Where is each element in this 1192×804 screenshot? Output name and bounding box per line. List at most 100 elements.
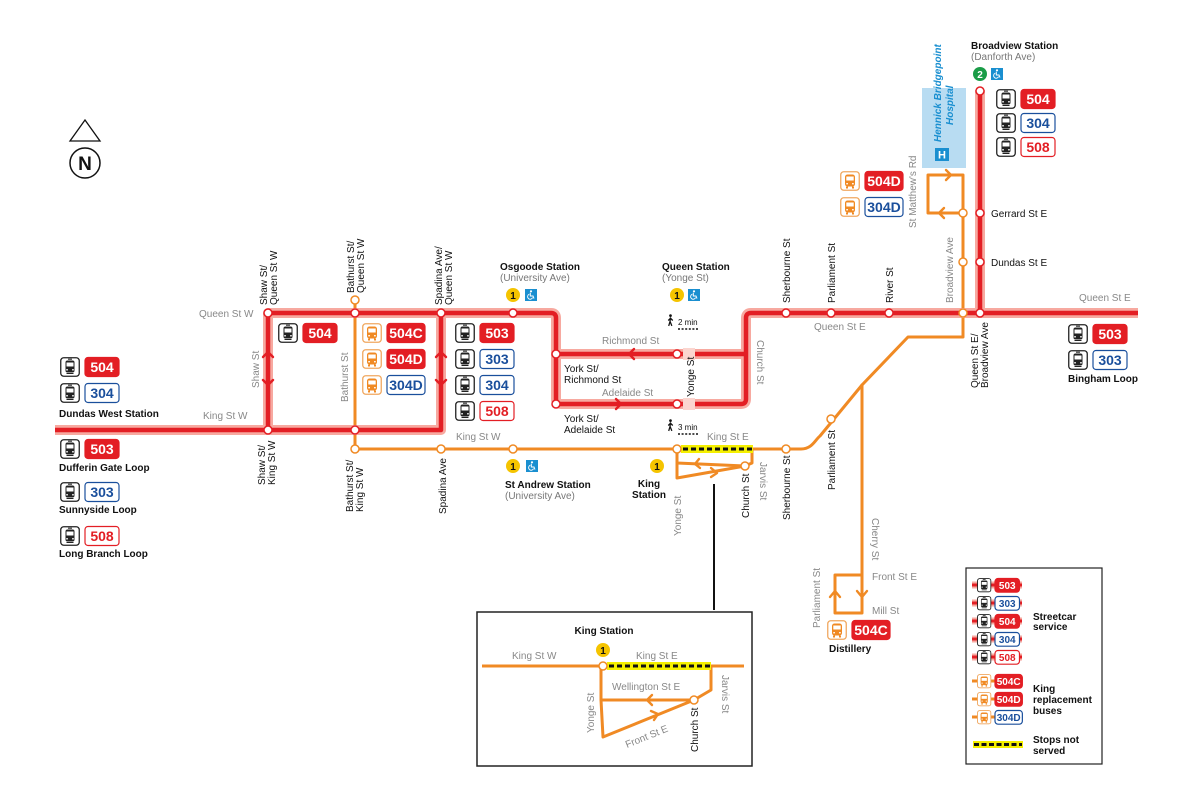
station-king: 1 King Station bbox=[632, 459, 666, 501]
route-number: 304D bbox=[867, 199, 900, 215]
route-badge-304D: 304D bbox=[977, 709, 1023, 725]
not-served-segment bbox=[681, 445, 753, 453]
svg-text:Broadview Ave: Broadview Ave bbox=[980, 322, 991, 388]
street-richmond-st: Richmond St bbox=[602, 336, 659, 347]
streetcar-icon bbox=[1068, 350, 1088, 370]
svg-text:Jarvis St: Jarvis St bbox=[719, 675, 730, 714]
stop-queen-broadview: Queen St E/ Broadview Ave bbox=[970, 322, 991, 388]
bus-icon bbox=[977, 710, 992, 725]
streetcar-icon bbox=[996, 89, 1016, 109]
route-number: 504 bbox=[308, 325, 332, 341]
route-number: 508 bbox=[485, 403, 509, 419]
hospital-name-2: Hospital bbox=[945, 85, 956, 125]
route-number: 503 bbox=[485, 325, 509, 341]
route-number: 304D bbox=[997, 713, 1021, 724]
street-front-st-e: Front St E bbox=[872, 572, 917, 583]
line-1-icon bbox=[506, 459, 520, 473]
route-number: 504 bbox=[90, 359, 114, 375]
svg-text:King: King bbox=[1033, 684, 1055, 695]
svg-text:replacement: replacement bbox=[1033, 695, 1093, 706]
svg-text:1: 1 bbox=[510, 291, 516, 302]
svg-text:Stops not: Stops not bbox=[1033, 735, 1080, 746]
terminal-sunnyside: Sunnyside Loop bbox=[59, 505, 137, 516]
walk-queen: 2 min bbox=[667, 314, 698, 330]
svg-text:Adelaide St: Adelaide St bbox=[564, 425, 615, 436]
streetcar-icon bbox=[455, 323, 475, 343]
route-number: 504C bbox=[997, 677, 1021, 688]
terminal-bingham: Bingham Loop bbox=[1068, 374, 1138, 385]
route-badge-504: 504 bbox=[278, 322, 338, 344]
streetcar-icon bbox=[996, 137, 1016, 157]
line-1-icon bbox=[596, 643, 610, 657]
walking-icon bbox=[667, 419, 674, 432]
station-broadview: Broadview Station (Danforth Ave) 2 bbox=[971, 41, 1058, 81]
route-number: 504C bbox=[854, 622, 887, 638]
streetcar-icon bbox=[977, 614, 992, 629]
bus-icon bbox=[977, 692, 992, 707]
stop-bathurst-king: Bathurst St/ King St W bbox=[345, 460, 366, 512]
route-number: 508 bbox=[1026, 139, 1050, 155]
terminal-dufferin-gate: Dufferin Gate Loop bbox=[59, 463, 150, 474]
bus-icon bbox=[362, 375, 382, 395]
route-number: 504D bbox=[997, 695, 1021, 706]
stop-sherbourne-st: Sherbourne St bbox=[782, 238, 793, 303]
street-king-st-w-2: King St W bbox=[456, 432, 501, 443]
streetcar-icon bbox=[977, 632, 992, 647]
route-badge-304: 304 bbox=[996, 112, 1056, 134]
route-badge-503: 503 bbox=[60, 438, 120, 460]
accessible-icon bbox=[526, 460, 538, 472]
route-number: 304 bbox=[999, 635, 1016, 646]
svg-text:Station: Station bbox=[632, 490, 666, 501]
svg-text:(Yonge St): (Yonge St) bbox=[662, 273, 709, 284]
bus-icon bbox=[827, 620, 847, 640]
route-badge-304: 304 bbox=[977, 631, 1021, 647]
svg-text:Bathurst St/: Bathurst St/ bbox=[345, 460, 356, 512]
svg-text:King St W: King St W bbox=[355, 467, 366, 512]
stop-bathurst-queen: Bathurst St/ Queen St W bbox=[346, 238, 367, 293]
stop-york-adelaide: York St/ Adelaide St bbox=[564, 414, 615, 436]
stop-gerrard-st-e: Gerrard St E bbox=[991, 209, 1047, 220]
line-2-icon bbox=[973, 67, 987, 81]
streetcar-icon bbox=[60, 383, 80, 403]
stop-spadina-queen: Spadina Ave/ Queen St W bbox=[434, 246, 455, 305]
route-badge-303: 303 bbox=[1068, 349, 1128, 371]
bus-icon bbox=[840, 171, 860, 191]
svg-text:Yonge St: Yonge St bbox=[586, 693, 597, 733]
streetcar-icon bbox=[1068, 324, 1088, 344]
route-number: 508 bbox=[999, 653, 1016, 664]
street-broadview-ave: Broadview Ave bbox=[945, 237, 956, 303]
bus-icon bbox=[362, 323, 382, 343]
route-number: 503 bbox=[90, 441, 114, 457]
street-jarvis-st: Jarvis St bbox=[757, 462, 768, 501]
route-badge-303: 303 bbox=[977, 595, 1021, 611]
walk-king: 3 min bbox=[667, 419, 698, 435]
streetcar-icon bbox=[977, 596, 992, 611]
svg-text:Streetcar: Streetcar bbox=[1033, 612, 1076, 623]
svg-text:Queen St W: Queen St W bbox=[444, 250, 455, 305]
stops-red bbox=[263, 86, 985, 435]
bus-icon bbox=[977, 674, 992, 689]
route-badge-508: 508 bbox=[996, 136, 1056, 158]
svg-text:1: 1 bbox=[510, 462, 516, 473]
route-number: 504 bbox=[1026, 91, 1050, 107]
svg-text:service: service bbox=[1033, 622, 1068, 633]
route-badge-503: 503 bbox=[1068, 323, 1128, 345]
route-badge-304: 304 bbox=[455, 374, 515, 396]
svg-text:King St W: King St W bbox=[512, 651, 557, 662]
stop-parliament-st: Parliament St bbox=[827, 243, 838, 303]
svg-text:buses: buses bbox=[1033, 706, 1062, 717]
route-badge-504: 504 bbox=[996, 88, 1056, 110]
king-station-inset: King Station 1 King St W King St E Welli… bbox=[476, 611, 753, 767]
terminal-dundas-west: Dundas West Station bbox=[59, 409, 159, 420]
street-queen-st-e-1: Queen St E bbox=[814, 322, 866, 333]
streetcar-icon bbox=[278, 323, 298, 343]
route-badge-508: 508 bbox=[60, 525, 120, 547]
terminal-long-branch: Long Branch Loop bbox=[59, 549, 148, 560]
streetcar-icon bbox=[60, 357, 80, 377]
stop-dundas-st-e: Dundas St E bbox=[991, 258, 1047, 269]
route-badge-303: 303 bbox=[455, 348, 515, 370]
svg-text:Queen St E/: Queen St E/ bbox=[970, 333, 981, 388]
street-yonge-st: Yonge St bbox=[686, 357, 697, 397]
street-cherry-st: Cherry St bbox=[869, 518, 880, 560]
